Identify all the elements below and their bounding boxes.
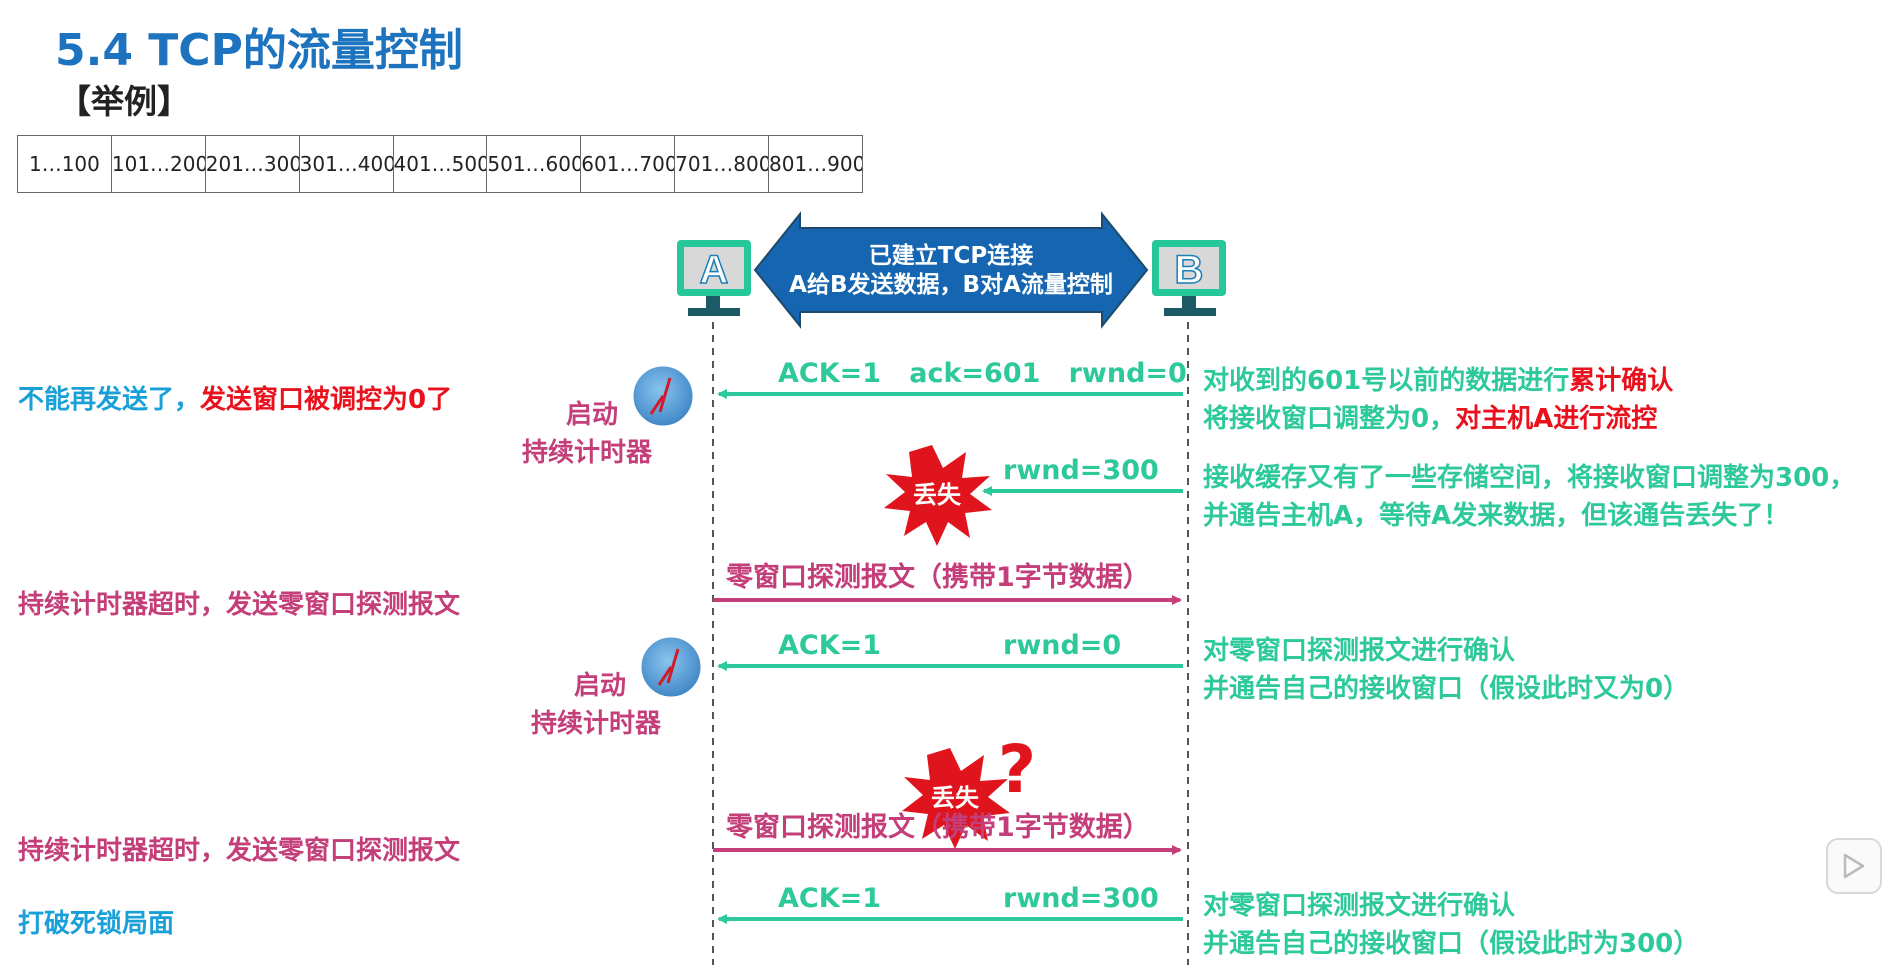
message-3-label: 零窗口探测报文（携带1字节数据） xyxy=(725,561,1150,593)
seq-cell: 701…800 xyxy=(674,135,769,193)
right-note-1-part-c: 将接收窗口调整为0， xyxy=(1203,404,1456,434)
right-note-1-line-1: 对收到的601号以前的数据进行累计确认 xyxy=(1203,360,1673,397)
play-button[interactable] xyxy=(1826,838,1882,894)
question-mark-icon: ? xyxy=(998,731,1036,808)
timer-clock-icon xyxy=(638,634,704,700)
left-note-4: 打破死锁局面 xyxy=(18,909,175,939)
timer-name-label: 持续计时器 xyxy=(531,709,662,739)
play-icon xyxy=(1843,853,1865,879)
message-4-label-rwnd: rwnd=0 xyxy=(1003,630,1121,661)
byte-sequence-table: 1…100 101…200 201…300 301…400 401…500 50… xyxy=(17,135,863,193)
message-4-label-ack: ACK=1 xyxy=(778,630,881,661)
banner-line-1: 已建立TCP连接 xyxy=(869,242,1033,269)
lost-label-2: 丢失 xyxy=(931,784,980,812)
example-heading: 【举例】 xyxy=(58,82,190,121)
banner-line-2: A给B发送数据，B对A流量控制 xyxy=(789,271,1113,298)
left-note-1-part-b: 发送窗口被调控为0了 xyxy=(200,385,453,415)
seq-cell: 201…300 xyxy=(204,135,300,193)
host-b-label: B xyxy=(1175,248,1204,292)
right-note-2-line-1: 接收缓存又有了一些存储空间，将接收窗口调整为300， xyxy=(1203,463,1856,493)
page-title: 5.4 TCP的流量控制 xyxy=(55,25,463,76)
left-note-2: 持续计时器超时，发送零窗口探测报文 xyxy=(18,590,461,620)
message-1-label: ACK=1 ack=601 rwnd=0 xyxy=(778,358,1187,389)
seq-cell: 401…500 xyxy=(392,135,488,193)
left-note-1: 不能再发送了，发送窗口被调控为0了 xyxy=(18,379,452,416)
message-6-label-rwnd: rwnd=300 xyxy=(1003,883,1159,914)
right-note-3-line-1: 对零窗口探测报文进行确认 xyxy=(1203,636,1516,666)
seq-cell: 301…400 xyxy=(298,135,394,193)
connection-banner xyxy=(753,211,1149,329)
seq-cell: 801…900 xyxy=(768,135,863,193)
timer-start-label: 启动 xyxy=(574,671,627,701)
message-6-label-ack: ACK=1 xyxy=(778,883,881,914)
left-note-1-part-a: 不能再发送了， xyxy=(18,385,201,415)
message-5-label: 零窗口探测报文（携带1字节数据） xyxy=(725,811,1150,843)
right-note-2-line-2: 并通告主机A，等待A发来数据，但该通告丢失了！ xyxy=(1203,501,1790,531)
right-note-4-line-2: 并通告自己的接收窗口（假设此时为300） xyxy=(1203,929,1700,959)
right-note-3-line-2: 并通告自己的接收窗口（假设此时又为0） xyxy=(1203,674,1690,704)
timer-start-label: 启动 xyxy=(566,400,619,430)
right-note-1-part-b: 累计确认 xyxy=(1569,366,1674,396)
left-note-3: 持续计时器超时，发送零窗口探测报文 xyxy=(18,836,461,866)
host-a-computer-icon xyxy=(677,240,751,316)
lost-label-1: 丢失 xyxy=(913,481,962,509)
lost-burst-1 xyxy=(884,445,992,546)
host-a-label: A xyxy=(700,248,729,292)
right-note-1-part-a: 对收到的601号以前的数据进行 xyxy=(1203,366,1570,396)
right-note-4-line-1: 对零窗口探测报文进行确认 xyxy=(1203,891,1516,921)
message-2-label: rwnd=300 xyxy=(1003,455,1159,486)
host-b-computer-icon xyxy=(1152,240,1226,316)
seq-cell: 501…600 xyxy=(486,135,582,193)
right-note-1-line-2: 将接收窗口调整为0，对主机A进行流控 xyxy=(1203,398,1657,435)
seq-cell: 1…100 xyxy=(17,135,112,193)
timer-name-label: 持续计时器 xyxy=(522,438,653,468)
timer-clock-icon xyxy=(630,363,696,429)
right-note-1-part-d: 对主机A进行流控 xyxy=(1455,404,1658,434)
lost-burst-2 xyxy=(902,748,1010,849)
